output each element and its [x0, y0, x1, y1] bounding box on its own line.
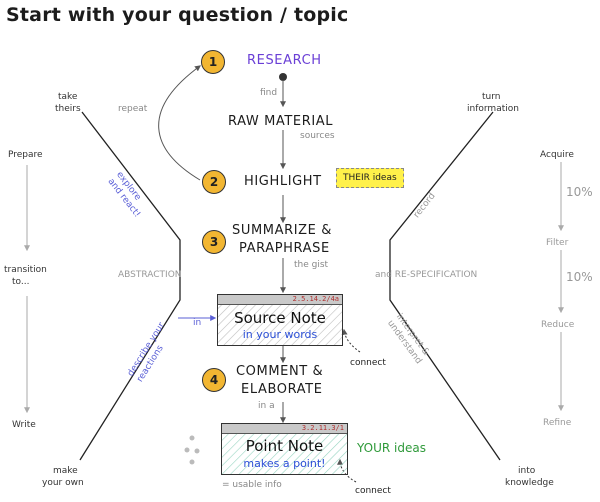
prepare-label: Prepare — [8, 150, 43, 160]
point-note-title: Point Note — [245, 437, 324, 455]
refine-label: Refine — [543, 418, 572, 428]
write-label: Write — [12, 420, 36, 430]
step-summarize-line2: PARAPHRASE — [239, 241, 330, 256]
page-title: Start with your question / topic — [6, 4, 349, 26]
point-connect-label: connect — [355, 486, 391, 496]
step-3-badge: 3 — [202, 230, 226, 254]
reduce-label: Reduce — [541, 320, 575, 330]
step-4-badge: 4 — [202, 368, 226, 392]
into-knowledge-line2: knowledge — [505, 478, 554, 488]
find-label: find — [260, 88, 278, 98]
step-comment-line1: COMMENT & — [236, 364, 324, 379]
abstraction-label: ABSTRACTION — [118, 270, 182, 280]
dot-d — [189, 459, 195, 465]
in-label: in — [193, 318, 202, 328]
pct-after-filter: 10% — [566, 270, 593, 284]
make-your-own-line2: your own — [42, 478, 84, 488]
raw-material-label: RAW MATERIAL — [228, 114, 334, 129]
your-ideas-badge: YOUR ideas — [357, 441, 426, 455]
step-summarize-line1: SUMMARIZE & — [232, 223, 332, 238]
dot-a — [189, 435, 195, 441]
left-funnel — [79, 111, 181, 461]
gist-label: the gist — [294, 260, 329, 270]
point-note-code: 3.2.11.3/1 — [222, 424, 347, 434]
step-comment-line2: ELABORATE — [241, 382, 323, 397]
step-2-badge: 2 — [202, 170, 226, 194]
turn-information-line1: turn — [482, 92, 501, 102]
source-note-title: Source Note — [234, 309, 326, 327]
transition-line2: to... — [12, 277, 30, 287]
make-your-own-line1: make — [53, 466, 78, 476]
pct-after-acquire: 10% — [566, 185, 593, 199]
their-ideas-badge: THEIR ideas — [336, 168, 404, 188]
transition-line1: transition — [4, 265, 47, 275]
re-specification-label: and RE-SPECIFICATION — [375, 270, 478, 280]
in-a-label: in a — [258, 401, 275, 411]
turn-information-line2: information — [467, 104, 519, 114]
step-1-badge: 1 — [201, 50, 225, 74]
source-connect-arrow — [341, 328, 361, 353]
point-note-card: 3.2.11.3/1 Point Note makes a point! — [221, 423, 348, 475]
start-dot — [279, 73, 287, 81]
dot-c — [194, 448, 200, 454]
step-highlight-label: HIGHLIGHT — [244, 174, 322, 189]
repeat-label: repeat — [118, 104, 148, 114]
acquire-label: Acquire — [540, 150, 574, 160]
dot-b — [184, 447, 190, 453]
source-note-subtitle: in your words — [242, 328, 318, 341]
sources-label: sources — [300, 131, 335, 141]
usable-info-label: = usable info — [222, 480, 282, 490]
source-note-card: 2.5.14.2/4a Source Note in your words — [217, 294, 343, 346]
into-knowledge-line1: into — [518, 466, 536, 476]
repeat-loop — [158, 65, 201, 181]
step-research-label: RESEARCH — [247, 53, 322, 68]
take-theirs-line1: take — [58, 92, 78, 102]
point-note-subtitle: makes a point! — [243, 457, 326, 470]
right-funnel — [389, 111, 501, 461]
source-connect-label: connect — [350, 358, 386, 368]
filter-label: Filter — [546, 238, 569, 248]
take-theirs-line2: theirs — [55, 104, 81, 114]
source-note-code: 2.5.14.2/4a — [218, 295, 342, 305]
